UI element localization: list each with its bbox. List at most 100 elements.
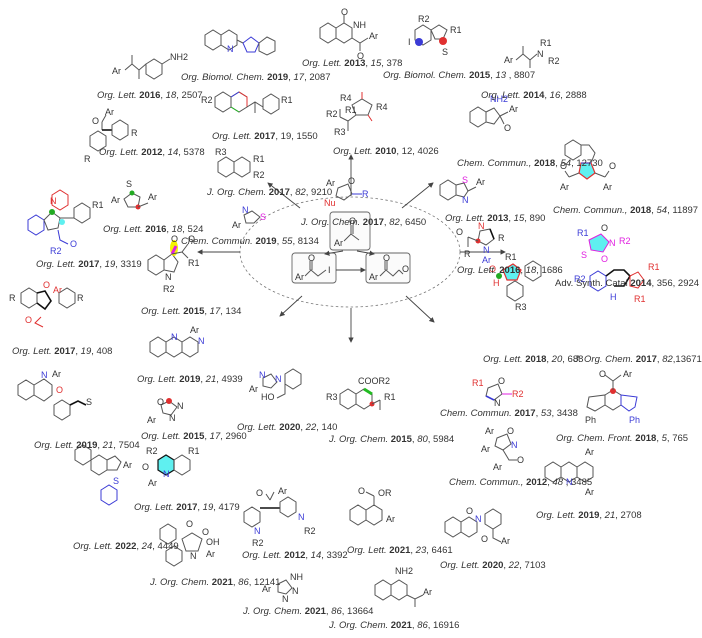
svg-text:Ar: Ar [249,384,258,394]
svg-text:S: S [260,212,266,222]
atom-o: O [349,216,356,226]
structure-c07: R2 R1 [201,91,293,115]
svg-text:Ar: Ar [262,584,271,594]
svg-text:Ph: Ph [585,415,596,425]
citation-c01: Org. Lett. 2016, 18, 2507 [97,90,203,101]
citation-c09: Chem. Commun., 2018, 54, 12730 [457,158,603,169]
svg-text:O: O [609,161,616,171]
svg-text:NH2: NH2 [490,94,508,104]
svg-text:O: O [489,264,496,274]
svg-text:R1: R1 [634,294,646,304]
structure-c13: Ar O Nu R [324,176,369,208]
svg-text:Ar: Ar [476,177,485,187]
svg-text:O: O [43,280,50,290]
svg-text:R: R [9,293,16,303]
arrow-up-left [267,182,301,209]
svg-text:Ar: Ar [423,587,432,597]
citation-c35: Org. Lett. 2020, 22, 7103 [440,560,546,571]
structure-c32: Ar S [74,444,132,506]
citation-c19: Org. Lett. 2015, 17, 134 [141,306,242,317]
hub-box-arylglyoxal [365,252,411,284]
svg-text:Ar: Ar [481,444,490,454]
central-hub: O Ar O Ar I O Ar O [239,196,461,308]
svg-text:N: N [169,413,176,423]
svg-text:N: N [537,49,544,59]
structure-c14: S N Ar [439,175,485,205]
citation-c34: Org. Lett. 2021, 23, 6461 [347,545,453,556]
svg-text:O: O [357,51,364,61]
svg-text:Ar: Ar [623,369,632,379]
svg-text:O: O [202,527,209,537]
svg-text:H: H [610,292,617,302]
svg-text:Ar: Ar [585,447,594,457]
svg-text:Ar: Ar [504,55,513,65]
svg-text:R4: R4 [376,102,388,112]
svg-text:S: S [442,47,448,57]
svg-text:Ar: Ar [105,107,114,117]
svg-text:Ar: Ar [493,462,502,472]
svg-text:O: O [341,7,348,17]
citation-c06: Org. Lett. 2012, 14, 5378 [99,147,205,158]
citation-c02: Org. Biomol. Chem. 2019, 17, 2087 [181,72,331,83]
structure-c01: NH2 Ar [112,52,188,80]
hub-box-methyl-ketone [329,211,371,251]
svg-text:O: O [456,227,463,237]
svg-text:NH: NH [353,20,366,30]
svg-text:N: N [462,195,469,205]
svg-text:OR: OR [378,488,392,498]
citation-c07: Org. Lett. 2017, 19, 1550 [212,131,318,142]
svg-text:R1: R1 [92,200,104,210]
structure-c18: R1 N R2 O O S [577,223,631,264]
svg-text:Ar: Ar [369,31,378,41]
svg-text:S: S [86,397,92,407]
svg-text:N: N [50,196,57,206]
svg-text:R2: R2 [512,389,524,399]
structure-c15: Ar Ar O O [560,139,616,192]
citation-c27: Org. Lett. 2020, 22, 140 [237,422,338,433]
svg-text:O: O [504,123,511,133]
svg-text:N: N [242,205,249,215]
structure-c38: NH N N Ar [262,572,303,604]
structure-c21: O H R1 R3 [489,252,542,312]
svg-text:R2: R2 [326,109,338,119]
svg-text:Ar: Ar [603,182,612,192]
citation-c21: Org. Lett. 2018, 20, 688 [483,354,584,365]
iodoketone-structure: O Ar I [295,253,331,282]
svg-text:R2: R2 [252,538,264,548]
structure-c05: Ar N R1 R2 [504,38,560,68]
svg-text:O: O [171,234,178,244]
svg-text:R1: R1 [540,38,552,48]
arrow-hub-to-glyoxal [356,250,375,256]
citation-c10: J. Org. Chem. 2017, 82, 9210 [207,187,333,198]
svg-text:O: O [601,254,608,264]
svg-text:Ar: Ar [509,104,518,114]
svg-text:Ph: Ph [629,415,640,425]
svg-text:Ar: Ar [112,66,121,76]
svg-text:R2: R2 [253,170,265,180]
atom-ar: Ar [334,238,343,248]
radial-arrows [197,154,506,343]
svg-text:N: N [227,44,234,54]
citation-c20: Org. Lett. 2017, 19, 408 [12,346,113,357]
citation-c08: Org. Lett. 2010, 12, 4026 [333,146,439,157]
svg-text:O: O [481,534,488,544]
svg-text:O: O [142,462,149,472]
citation-c14: Org. Lett. 2013, 15, 890 [445,213,546,224]
structure-c08: R4 R4 R1 R2 R3 [326,92,388,137]
structure-c06: Ar O R R [84,107,138,164]
citation-c03: Org. Lett. 2013, 15, 378 [302,58,403,69]
svg-text:H: H [493,278,500,288]
citation-c39: J. Org. Chem. 2021, 86, 16916 [329,620,460,631]
svg-text:R1: R1 [450,25,462,35]
svg-text:Ar: Ar [482,255,491,265]
arrow-up-right [401,182,434,209]
hub-box-iodoketone [291,252,337,284]
svg-text:Ar: Ar [585,487,594,497]
structure-c24: R1 O N R2 [472,376,524,408]
svg-text:R3: R3 [334,127,346,137]
svg-text:R: R [77,293,84,303]
svg-text:HO: HO [261,392,275,402]
structure-c26: O N N Ar [147,397,184,425]
svg-text:N: N [190,551,197,561]
citation-c28: J. Org. Chem. 2015, 80, 5984 [329,434,455,445]
